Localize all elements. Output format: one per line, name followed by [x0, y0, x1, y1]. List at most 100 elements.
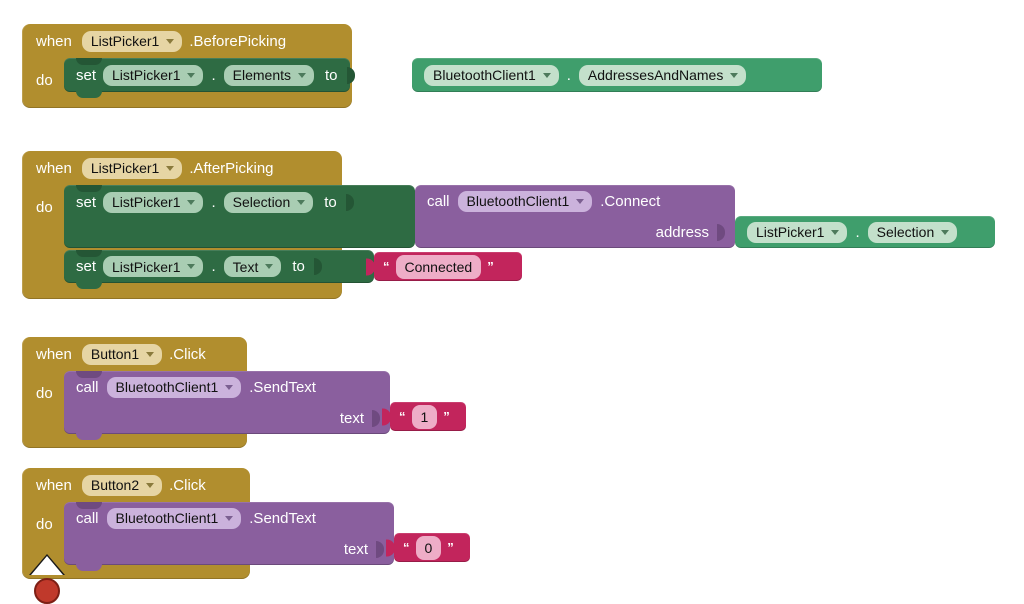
when-keyword: when [36, 32, 72, 50]
chevron-down-icon [265, 264, 274, 269]
call-block-bluetoothclient1-connect[interactable]: call BluetoothClient1 .Connect address [415, 185, 735, 248]
component-dropdown-button2[interactable]: Button2 [81, 474, 163, 496]
property-dropdown-selection[interactable]: Selection [867, 221, 958, 243]
setter-row: set ListPicker1 . Selection to [64, 185, 354, 219]
property-dropdown-selection[interactable]: Selection [223, 191, 314, 213]
string-value-field[interactable]: 1 [411, 404, 438, 429]
chevron-down-icon [297, 199, 306, 205]
set-keyword: set [76, 258, 97, 275]
component-name: Button1 [90, 346, 140, 362]
component-dropdown-bluetoothclient1[interactable]: BluetoothClient1 [106, 376, 242, 398]
open-quote: “ [403, 540, 410, 555]
property-name: AddressesAndNames [587, 67, 724, 83]
text-string-block-connected[interactable]: “ Connected ” [366, 252, 522, 281]
top-notch [76, 58, 102, 65]
component-dropdown-button1[interactable]: Button1 [81, 343, 163, 365]
chevron-down-icon [166, 165, 175, 171]
string-value-field[interactable]: Connected [395, 254, 482, 279]
property-dropdown-elements[interactable]: Elements [223, 64, 315, 86]
to-keyword: to [325, 66, 338, 84]
component-name: ListPicker1 [90, 33, 160, 49]
chevron-down-icon [941, 229, 950, 235]
component-name: BluetoothClient1 [115, 510, 219, 526]
do-keyword: do [36, 384, 53, 402]
value-socket [372, 409, 380, 427]
do-label-slot: do [36, 191, 70, 223]
text-string-block-0[interactable]: “ 0 ” [386, 533, 470, 562]
value-socket [376, 540, 384, 558]
top-notch [76, 250, 102, 257]
text-string-block-1[interactable]: “ 1 ” [382, 402, 466, 431]
getter-block-bluetoothclient1-addressesandnames[interactable]: BluetoothClient1 . AddressesAndNames [412, 58, 822, 92]
setter-block-listpicker1-elements[interactable]: set ListPicker1 . Elements to [64, 58, 355, 98]
component-dropdown-bluetoothclient1[interactable]: BluetoothClient1 [457, 190, 593, 212]
setter-block-listpicker1-text[interactable]: set ListPicker1 . Text to [64, 250, 374, 289]
do-keyword: do [36, 71, 53, 89]
chevron-down-icon [831, 229, 840, 235]
dot-separator: . [211, 66, 216, 84]
error-circle-icon[interactable] [34, 578, 60, 604]
property-dropdown-text[interactable]: Text [223, 256, 282, 277]
when-keyword: when [36, 159, 72, 177]
component-dropdown-listpicker1[interactable]: ListPicker1 [103, 64, 204, 86]
dot-separator: . [566, 66, 571, 84]
close-quote: ” [443, 409, 450, 424]
call-keyword: call [427, 192, 450, 210]
event-header: when ListPicker1 .BeforePicking [22, 24, 286, 58]
event-suffix: .Click [169, 476, 206, 494]
close-quote: ” [447, 540, 454, 555]
call-header-row: call BluetoothClient1 .SendText [76, 502, 316, 534]
method-suffix: .SendText [249, 378, 316, 396]
dot-separator: . [855, 223, 860, 241]
bottom-bump [76, 564, 102, 571]
component-name: ListPicker1 [112, 258, 181, 275]
component-dropdown-listpicker1[interactable]: ListPicker1 [103, 191, 204, 213]
value-socket [345, 193, 354, 211]
to-keyword: to [292, 258, 305, 275]
left-plug [382, 408, 391, 425]
getter-block-listpicker1-selection[interactable]: ListPicker1 . Selection [735, 216, 995, 248]
top-notch [76, 502, 102, 509]
do-label-slot: do [36, 377, 70, 409]
component-name: ListPicker1 [756, 224, 825, 240]
open-quote: “ [399, 409, 406, 424]
arg-label-text: text [343, 540, 368, 558]
set-keyword: set [76, 66, 97, 84]
component-name: Button2 [90, 477, 140, 493]
string-value-field[interactable]: 0 [415, 535, 442, 560]
setter-row: set ListPicker1 . Text to [64, 250, 322, 283]
left-plug [366, 258, 375, 275]
property-name: Elements [232, 67, 292, 83]
chevron-down-icon [225, 515, 234, 521]
chevron-down-icon [146, 482, 155, 488]
left-plug [386, 539, 395, 556]
chevron-down-icon [146, 351, 155, 357]
call-block-bluetoothclient1-sendtext[interactable]: call BluetoothClient1 .SendText text [64, 502, 394, 571]
component-dropdown-listpicker1[interactable]: ListPicker1 [81, 30, 183, 52]
component-dropdown-bluetoothclient1[interactable]: BluetoothClient1 [106, 507, 242, 529]
event-suffix: .Click [169, 345, 206, 363]
value-socket [717, 223, 725, 241]
call-block-bluetoothclient1-sendtext[interactable]: call BluetoothClient1 .SendText text [64, 371, 390, 440]
chevron-down-icon [576, 198, 585, 204]
chevron-down-icon [298, 72, 307, 78]
property-name: Text [232, 258, 259, 275]
when-keyword: when [36, 476, 72, 494]
component-dropdown-bluetoothclient1[interactable]: BluetoothClient1 [424, 64, 559, 86]
to-keyword: to [324, 193, 337, 211]
event-header: when ListPicker1 .AfterPicking [22, 151, 274, 185]
property-dropdown-addressesandnames[interactable]: AddressesAndNames [578, 64, 747, 86]
warning-triangle-icon[interactable] [27, 553, 67, 577]
component-dropdown-listpicker1[interactable]: ListPicker1 [747, 221, 848, 243]
do-keyword: do [36, 515, 53, 533]
bottom-bump [76, 91, 102, 98]
setter-block-listpicker1-selection[interactable]: set ListPicker1 . Selection to [64, 185, 415, 248]
call-header-row: call BluetoothClient1 .SendText [76, 371, 316, 403]
component-dropdown-listpicker1[interactable]: ListPicker1 [103, 256, 204, 277]
do-label-slot: do [36, 508, 70, 540]
component-dropdown-listpicker1[interactable]: ListPicker1 [81, 157, 183, 179]
call-arg-row-text: text [344, 533, 384, 565]
component-name: BluetoothClient1 [466, 193, 570, 209]
chevron-down-icon [542, 72, 551, 78]
